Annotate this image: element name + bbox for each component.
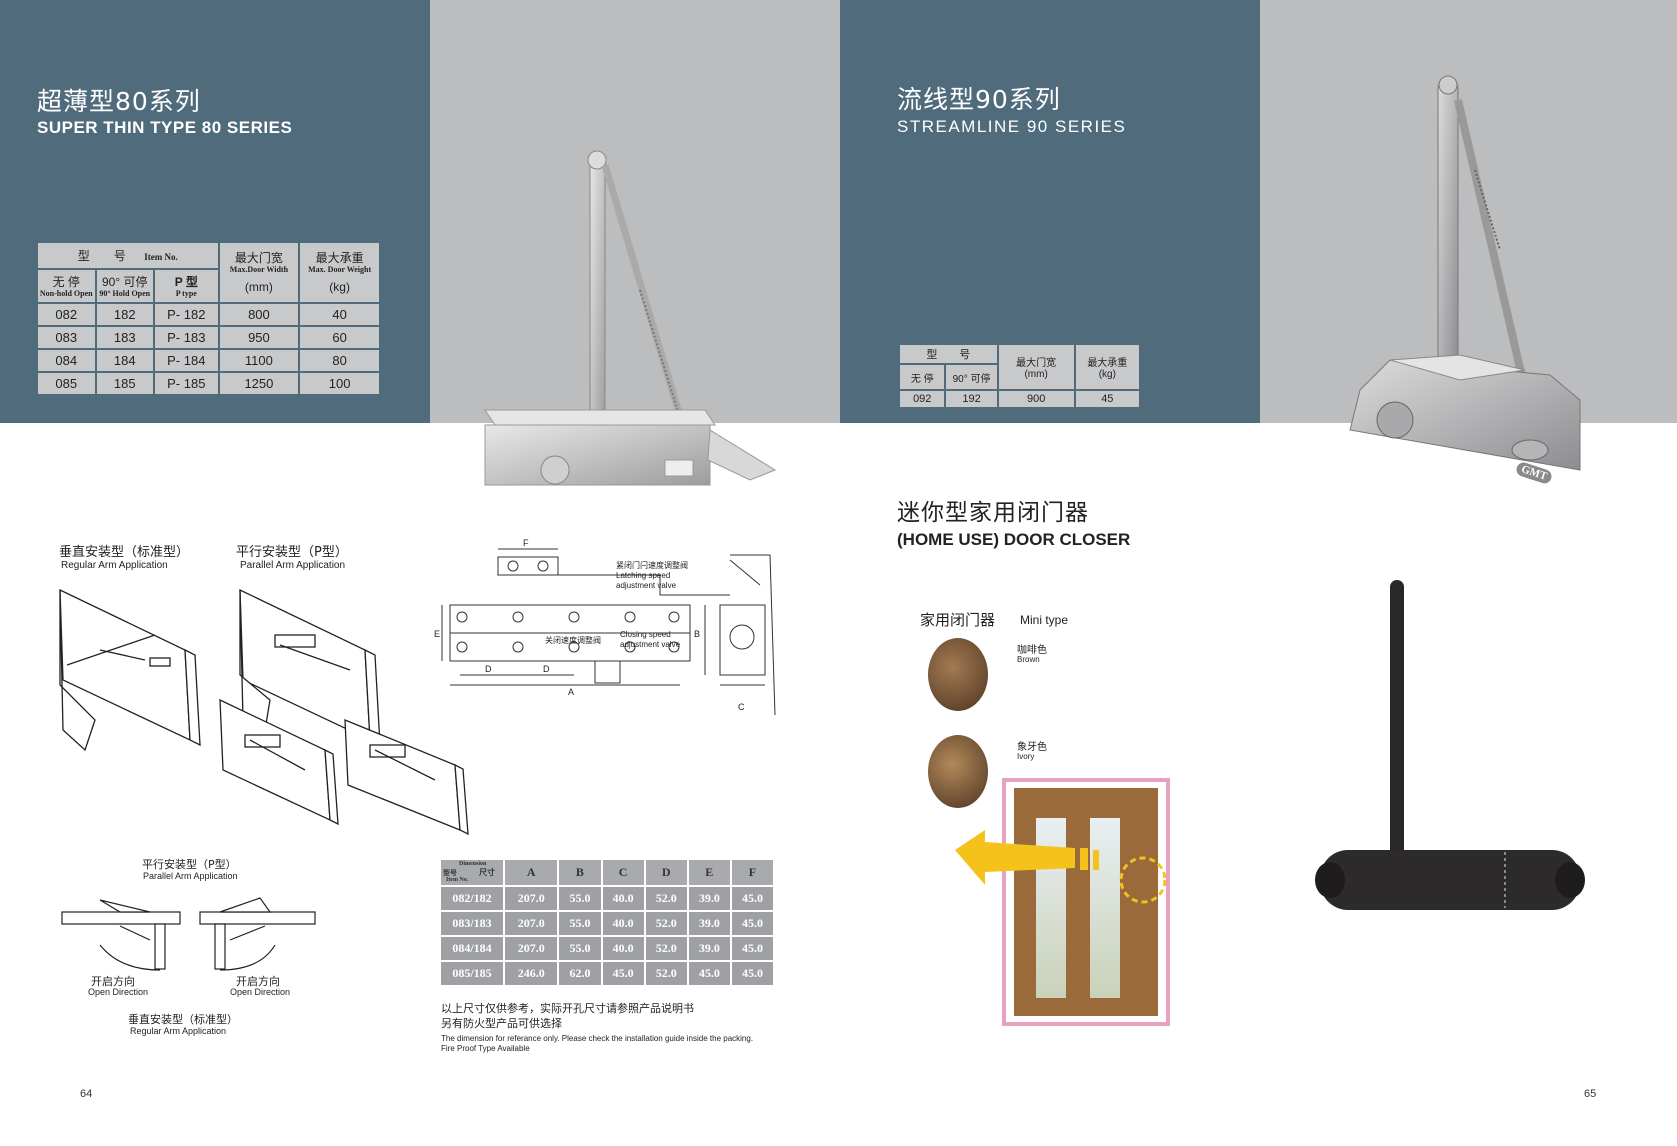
latching-valve-label: 紧闭门闩速度调整阀 Latching speed adjustment valv… (616, 561, 688, 590)
col-hold-header: 90° 可停 90° Hold Open (94, 268, 155, 304)
parallel-arm-label-en: Parallel Arm Application (240, 560, 346, 571)
regular-arm-label-cn: 垂直安装型（标准型） (59, 545, 190, 560)
dim-label-c: C (738, 702, 745, 712)
open-direction-1-cn: 开启方向 (91, 975, 135, 988)
note-cn-2: 另有防火型产品可供选择 (441, 1017, 562, 1030)
note-en-1: The dimension for referance only. Please… (441, 1034, 754, 1043)
col-nonhold-header: 无 停 (897, 363, 947, 391)
open-direction-2-cn: 开启方向 (236, 975, 280, 988)
closing-valve-label-cn: 关闭速度调整阀 (545, 636, 601, 645)
col-item-header: 型 号 Item No. (36, 241, 220, 270)
col-nonhold-header: 无 停 Non-hold Open (36, 268, 97, 304)
series80-title-cn: 超薄型80系列 (37, 87, 201, 116)
note-en-2: Fire Proof Type Available (441, 1044, 530, 1053)
dim-label-d2: D (543, 664, 550, 674)
page-number-left: 64 (80, 1088, 93, 1100)
door-closer-80-photo (484, 150, 777, 486)
mini-label-en: Mini type (1020, 613, 1069, 627)
series90-title-en: STREAMLINE 90 SERIES (897, 117, 1127, 136)
regular-plan-label-en: Regular Arm Application (130, 1026, 227, 1036)
parallel-arm-label-cn: 平行安装型（P型） (236, 545, 348, 560)
dim-label-d1: D (485, 664, 492, 674)
brown-swatch (928, 638, 988, 711)
dim-corner-cell: Dimension 尺寸 型号 Item No. (439, 858, 505, 887)
brown-label-cn: 咖啡色 (1017, 645, 1047, 656)
page-number-right: 65 (1584, 1088, 1597, 1100)
regular-plan-label-cn: 垂直安装型（标准型） (128, 1013, 238, 1026)
mini-title-cn: 迷你型家用闭门器 (897, 500, 1089, 526)
col-item-header: 型 号 (898, 343, 999, 365)
series80-title-en: SUPER THIN TYPE 80 SERIES (37, 118, 293, 137)
ivory-swatch (928, 735, 988, 808)
regular-arm-label-en: Regular Arm Application (61, 560, 168, 571)
installation-sketches (59, 588, 469, 836)
mini-door-closer-photo (1315, 580, 1585, 910)
closing-valve-label-en: Closing speed adjustment valve (620, 630, 681, 649)
dim-label-a: A (568, 687, 574, 697)
col-hold-header: 90° 可停 (944, 363, 999, 391)
door-illustration (1002, 778, 1170, 1026)
open-direction-1-en: Open Direction (88, 987, 149, 997)
col-weight-header: 最大承重 (kg) (1073, 343, 1142, 391)
plan-view-sketch (61, 897, 316, 971)
note-cn-1: 以上尺寸仅供参考，实际开孔尺寸请参照产品说明书 (441, 1002, 694, 1015)
open-direction-2-en: Open Direction (230, 987, 291, 997)
parallel-plan-label-en: Parallel Arm Application (143, 871, 238, 881)
parallel-plan-label-cn: 平行安装型（P型） (142, 858, 237, 871)
series80-spec-table: 型 号 Item No. 最大门宽 Max.Door Width (mm) 最大… (36, 241, 381, 396)
col-ptype-header: P 型 P type (153, 268, 220, 304)
dim-label-f: F (523, 538, 529, 548)
col-width-header: 最大门宽 (mm) (996, 343, 1076, 391)
dim-label-b: B (694, 629, 700, 639)
door-closer-90-photo (1349, 75, 1581, 471)
mini-title-en: (HOME USE) DOOR CLOSER (897, 530, 1131, 549)
ivory-label-en: Ivory (1017, 752, 1035, 761)
left-product-band (430, 0, 840, 423)
brown-label-en: Brown (1017, 655, 1040, 664)
right-product-band (1260, 0, 1677, 423)
col-width-header: 最大门宽 Max.Door Width (mm) (217, 241, 301, 304)
ivory-label-cn: 象牙色 (1017, 742, 1047, 753)
col-weight-header: 最大承重 Max. Door Weight (kg) (298, 241, 381, 304)
technical-drawing: F E B D D A C (434, 538, 776, 715)
arrow-icon (955, 830, 1167, 904)
mini-label-cn: 家用闭门器 (920, 611, 996, 629)
dim-label-e: E (434, 629, 440, 639)
series90-title-cn: 流线型90系列 (897, 85, 1061, 114)
